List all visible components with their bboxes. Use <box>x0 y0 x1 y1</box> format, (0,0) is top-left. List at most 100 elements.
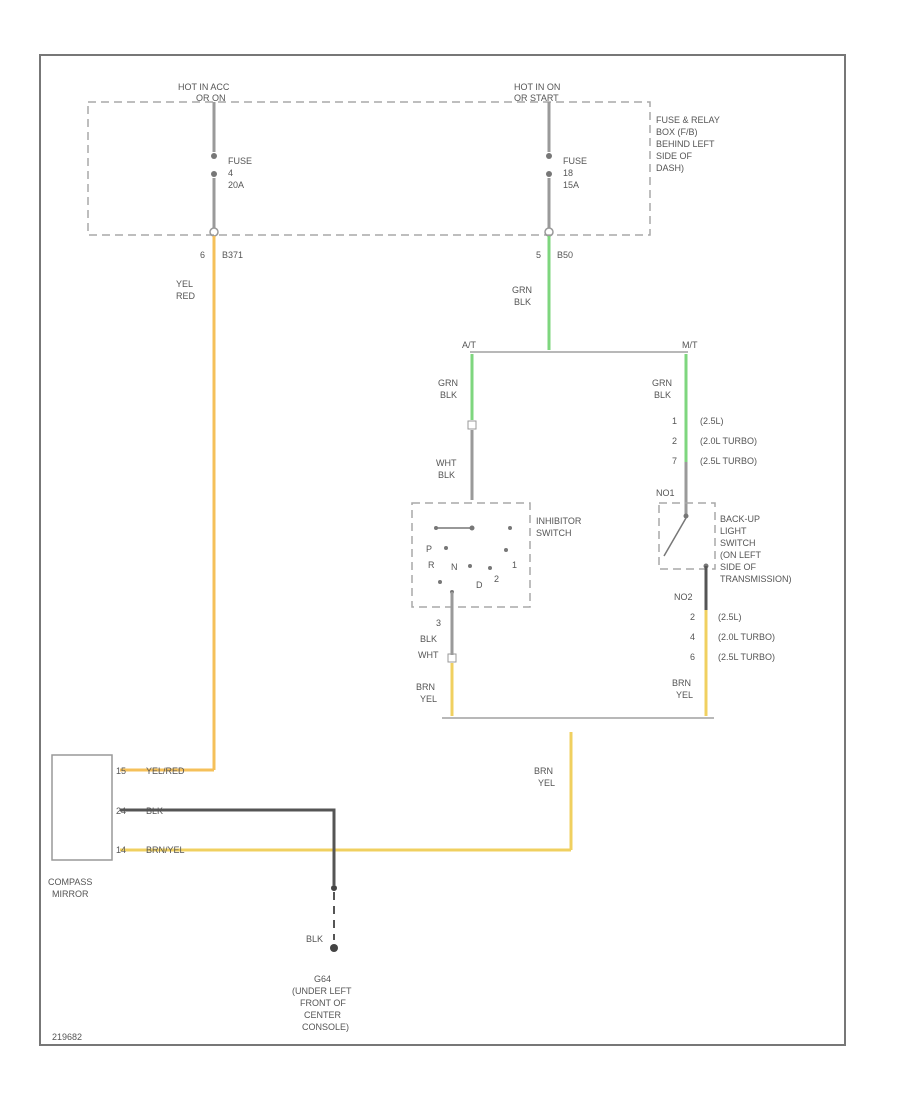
svg-text:6: 6 <box>690 652 695 662</box>
inhibitor-input-terminal <box>469 525 475 531</box>
figure-id: 219682 <box>52 1032 82 1042</box>
wire-label-blk-wht-2: WHT <box>418 650 439 660</box>
svg-text:(2.0L TURBO): (2.0L TURBO) <box>700 436 757 446</box>
svg-text:SIDE OF: SIDE OF <box>720 562 757 572</box>
inhibitor-pos-d: D <box>476 580 483 590</box>
svg-text:(ON LEFT: (ON LEFT <box>720 550 762 560</box>
ground-wire-label: BLK <box>306 934 323 944</box>
hot-label-right: HOT IN ON <box>514 82 560 92</box>
wire-label-wht: WHT <box>436 458 457 468</box>
wire-label-blk-wht: BLK <box>438 470 455 480</box>
svg-text:2: 2 <box>690 612 695 622</box>
backup-light-switch <box>658 502 716 570</box>
fuse-a-pin: 6 <box>200 250 205 260</box>
wire-label-yel: YEL <box>176 279 193 289</box>
hot-label-left: HOT IN ACC <box>178 82 230 92</box>
wire-label-red: RED <box>176 291 196 301</box>
inhibitor-pin-bottom: 3 <box>436 618 441 628</box>
svg-text:4: 4 <box>690 632 695 642</box>
inhibitor-dot-4 <box>468 564 472 568</box>
wire-label-yel-right: YEL <box>676 690 693 700</box>
wire-label-brn-left: BRN <box>416 682 435 692</box>
svg-text:CONSOLE): CONSOLE) <box>302 1022 349 1032</box>
svg-text:CENTER: CENTER <box>304 1010 342 1020</box>
fuse-b-pin: 5 <box>536 250 541 260</box>
svg-text:YEL/RED: YEL/RED <box>146 766 185 776</box>
svg-text:FUSE & RELAY: FUSE & RELAY <box>656 115 720 125</box>
svg-text:SWITCH: SWITCH <box>720 538 756 548</box>
inhibitor-dot-2 <box>508 526 512 530</box>
compass-mirror-label: COMPASS MIRROR <box>48 877 92 899</box>
wire-label-yel-main: YEL <box>538 778 555 788</box>
svg-text:MIRROR: MIRROR <box>52 889 89 899</box>
wire-label-blk-wht-1: BLK <box>420 634 437 644</box>
svg-text:15: 15 <box>116 766 126 776</box>
compass-mirror <box>51 754 113 861</box>
branch-mt: M/T <box>682 340 698 350</box>
backup-bottom-pins: 2 (2.5L) 4 (2.0L TURBO) 6 (2.5L TURBO) <box>690 612 775 662</box>
backup-switch-arm <box>663 517 687 557</box>
wire-label-blk-at: BLK <box>440 390 457 400</box>
at-connector <box>467 420 477 430</box>
backup-switch-top-terminal <box>683 513 689 519</box>
svg-text:G64: G64 <box>314 974 331 984</box>
svg-text:(2.0L TURBO): (2.0L TURBO) <box>718 632 775 642</box>
inhibitor-dot-3 <box>444 546 448 550</box>
svg-text:BRN/YEL: BRN/YEL <box>146 845 185 855</box>
backup-top-note: NO1 <box>656 488 675 498</box>
fuse-a-circuit: B371 <box>222 250 243 260</box>
fuse-b-bottom-terminal <box>546 171 552 177</box>
fuse-b-name: FUSE <box>563 156 587 166</box>
svg-text:(2.5L): (2.5L) <box>700 416 724 426</box>
wire-label-grn-at: GRN <box>438 378 458 388</box>
inhibitor-dot-1 <box>434 526 438 530</box>
blk-wht-connector <box>447 653 457 663</box>
wire-label-blk-main: BLK <box>514 297 531 307</box>
svg-text:(2.5L): (2.5L) <box>718 612 742 622</box>
fuse-b-number: 18 <box>563 168 573 178</box>
wire-label-grn-main: GRN <box>512 285 532 295</box>
inhibitor-pos-r: R <box>428 560 435 570</box>
wire-label-brn-right: BRN <box>672 678 691 688</box>
wire-label-blk-mt: BLK <box>654 390 671 400</box>
backup-top-pins: 1 (2.5L) 2 (2.0L TURBO) 7 (2.5L TURBO) <box>672 416 757 466</box>
fuse-box-label: FUSE & RELAY BOX (F/B) BEHIND LEFT SIDE … <box>656 115 720 173</box>
wire-label-brn-main: BRN <box>534 766 553 776</box>
backup-bottom-note: NO2 <box>674 592 693 602</box>
inhibitor-pos-n: N <box>451 562 458 572</box>
svg-text:LIGHT: LIGHT <box>720 526 747 536</box>
svg-text:COMPASS: COMPASS <box>48 877 92 887</box>
fuse-a-name: FUSE <box>228 156 252 166</box>
inhibitor-dot-5 <box>488 566 492 570</box>
inhibitor-label: INHIBITOR SWITCH <box>536 516 582 538</box>
svg-text:(2.5L TURBO): (2.5L TURBO) <box>718 652 775 662</box>
inhibitor-pos-1: 1 <box>512 560 517 570</box>
inhibitor-dot-6 <box>504 548 508 552</box>
fuse-a-top-terminal <box>211 153 217 159</box>
svg-text:BOX (F/B): BOX (F/B) <box>656 127 698 137</box>
svg-text:BEHIND LEFT: BEHIND LEFT <box>656 139 715 149</box>
branch-at: A/T <box>462 340 477 350</box>
svg-text:TRANSMISSION): TRANSMISSION) <box>720 574 792 584</box>
svg-text:INHIBITOR: INHIBITOR <box>536 516 582 526</box>
wire-label-grn-mt: GRN <box>652 378 672 388</box>
inhibitor-pos-p: P <box>426 544 432 554</box>
svg-text:1: 1 <box>672 416 677 426</box>
backup-switch-label: BACK-UP LIGHT SWITCH (ON LEFT SIDE OF TR… <box>720 514 792 584</box>
fuse-a-rating: 20A <box>228 180 244 190</box>
inhibitor-dot-7 <box>438 580 442 584</box>
ground-point <box>330 944 338 952</box>
svg-text:2: 2 <box>672 436 677 446</box>
fuse-a-number: 4 <box>228 168 233 178</box>
wire-blk-ground <box>120 808 336 885</box>
hot-label-right-2: OR START <box>514 93 559 103</box>
svg-text:BACK-UP: BACK-UP <box>720 514 760 524</box>
svg-text:FRONT OF: FRONT OF <box>300 998 346 1008</box>
fuse-b-rating: 15A <box>563 180 579 190</box>
svg-text:(UNDER LEFT: (UNDER LEFT <box>292 986 352 996</box>
fuse-b-circuit: B50 <box>557 250 573 260</box>
svg-text:7: 7 <box>672 456 677 466</box>
fuse-a-bottom-terminal <box>211 171 217 177</box>
svg-text:(2.5L TURBO): (2.5L TURBO) <box>700 456 757 466</box>
